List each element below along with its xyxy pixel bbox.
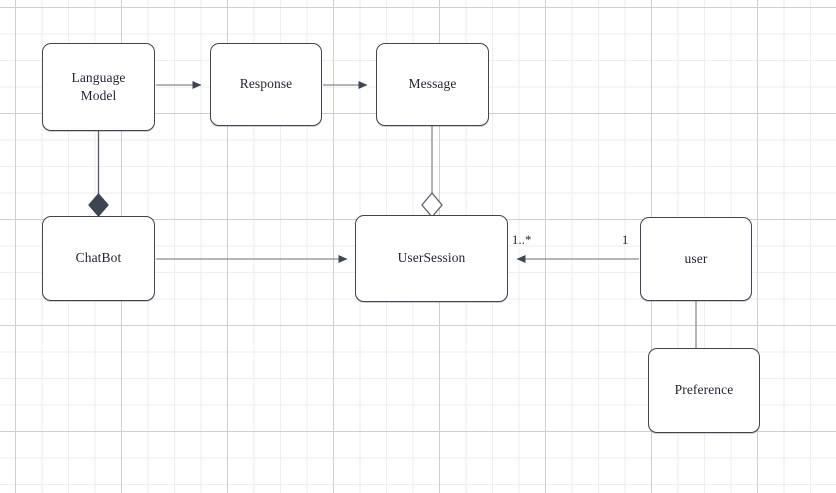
node-user-label: user: [684, 250, 708, 266]
node-chatbot[interactable]: ChatBot: [42, 216, 155, 301]
node-message[interactable]: Message: [376, 43, 489, 126]
filled-diamond-icon: [88, 193, 109, 217]
edge-language-model-to-chatbot: [88, 131, 109, 217]
node-preference[interactable]: Preference: [648, 348, 760, 433]
node-user-session[interactable]: UserSession: [355, 215, 508, 302]
node-user-session-label: UserSession: [397, 250, 466, 266]
node-chatbot-label: ChatBot: [75, 250, 122, 266]
node-response[interactable]: Response: [210, 43, 322, 126]
node-user[interactable]: user: [640, 217, 752, 301]
node-language-model-label: Language Model: [71, 69, 126, 103]
node-response-label: Response: [239, 76, 293, 92]
multiplicity-user: 1: [622, 233, 629, 247]
edge-message-to-user-session: [421, 126, 443, 219]
node-language-model[interactable]: Language Model: [42, 43, 155, 131]
multiplicity-user-session: 1..*: [512, 233, 532, 247]
node-preference-label: Preference: [674, 382, 734, 398]
hollow-diamond-icon: [421, 191, 443, 219]
node-message-label: Message: [408, 76, 457, 92]
